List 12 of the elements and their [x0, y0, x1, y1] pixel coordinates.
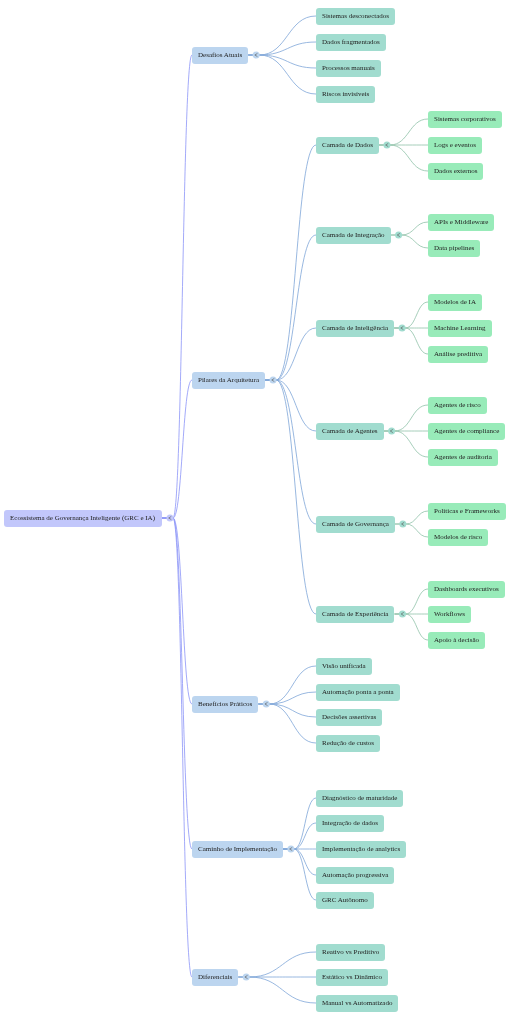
connector-line — [264, 379, 317, 615]
connector-line — [394, 523, 429, 538]
connector-line — [394, 613, 429, 641]
connector-line — [237, 976, 317, 1004]
connector-line — [383, 430, 429, 458]
connector-line — [393, 327, 429, 355]
connector-line — [161, 517, 193, 978]
connector-line — [378, 144, 429, 172]
connector-line — [247, 54, 317, 95]
connector-line — [390, 234, 429, 249]
connector-line — [282, 848, 317, 901]
connector-line — [257, 703, 317, 744]
